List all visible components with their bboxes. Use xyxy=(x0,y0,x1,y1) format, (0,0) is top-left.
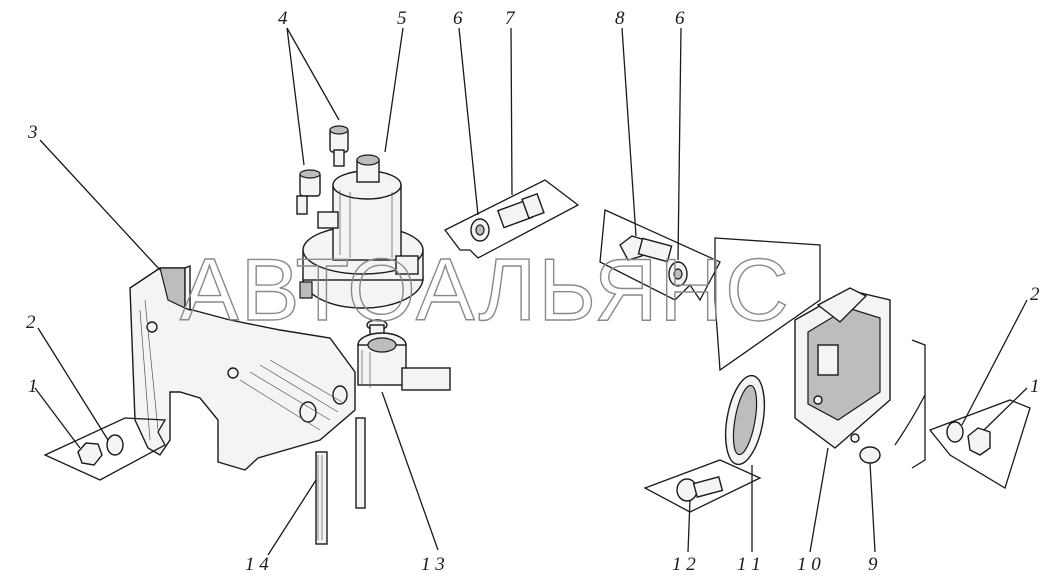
switch-box xyxy=(714,237,891,449)
angle-fittings xyxy=(296,125,349,215)
bolt-washer-right xyxy=(599,209,721,302)
callout-4: 4 xyxy=(278,8,288,29)
nut-washer-left xyxy=(43,417,167,481)
callout-2-right: 2 xyxy=(1030,284,1040,305)
callout-3: 3 xyxy=(27,122,38,143)
callout-9: 9 xyxy=(868,554,878,575)
callout-2-left: 2 xyxy=(26,312,36,333)
callout-11: 1 1 xyxy=(737,554,761,575)
callout-14: 1 4 xyxy=(245,554,269,575)
callout-labels: 4 5 6 7 8 6 3 2 1 2 1 1 4 1 3 1 2 1 1 1 … xyxy=(26,8,1040,575)
callout-10: 1 0 xyxy=(797,554,821,575)
elbow-fitting xyxy=(357,319,451,391)
filter-housing xyxy=(299,154,424,309)
washer-and-bolt-upper xyxy=(444,179,580,259)
callout-12: 1 2 xyxy=(672,554,696,575)
callout-1-right: 1 xyxy=(1030,376,1040,397)
callout-6-upper-left: 6 xyxy=(453,8,463,29)
mounting-bracket xyxy=(129,264,356,471)
callout-1-left: 1 xyxy=(28,376,38,397)
pins xyxy=(315,417,366,545)
callout-6-upper-right: 6 xyxy=(675,8,685,29)
nut-washer-right xyxy=(928,399,1031,489)
callout-5: 5 xyxy=(397,8,407,29)
callout-7: 7 xyxy=(505,8,516,29)
callout-13: 1 3 xyxy=(421,554,445,575)
screw-lower xyxy=(643,459,762,513)
wire-terminal xyxy=(859,339,926,469)
callout-8: 8 xyxy=(615,8,625,29)
watermark: АВТОАЛЬЯНС xyxy=(180,240,791,339)
gasket xyxy=(724,374,766,466)
leader-lines xyxy=(34,27,1028,556)
